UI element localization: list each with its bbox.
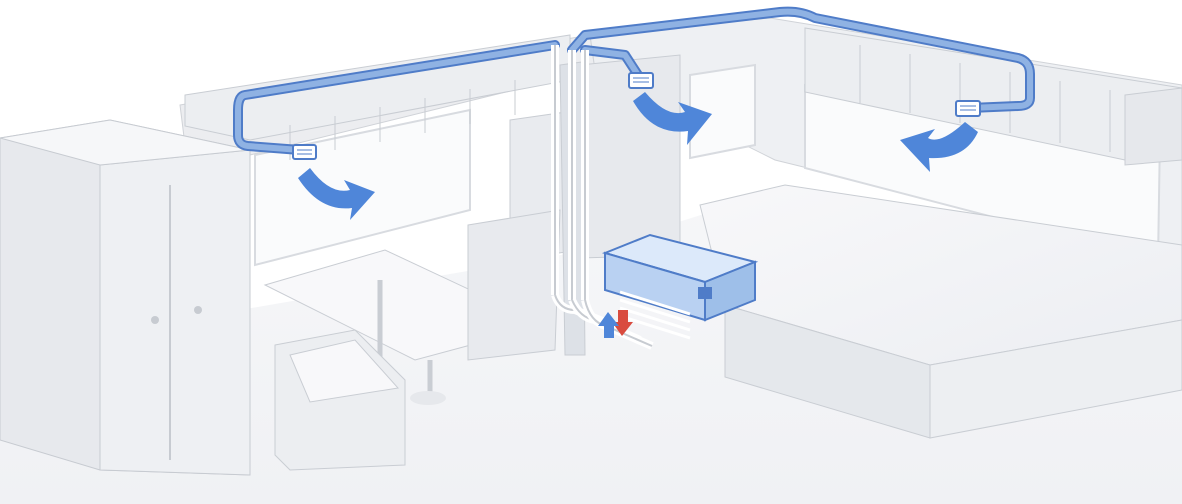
dinette	[263, 209, 561, 471]
right-upper-cabinets	[804, 27, 1182, 166]
temperature-arrows	[598, 310, 633, 338]
arrow-down-curved-blue-icon	[900, 122, 978, 172]
center-vent	[628, 72, 654, 89]
warm-air-arrow-red-icon	[612, 310, 633, 336]
end-cabinet	[1124, 87, 1182, 166]
bed-end	[929, 319, 1182, 439]
return-air-arrow-blue-icon	[598, 312, 619, 338]
airflow-arrows	[298, 92, 978, 220]
left-vent	[292, 144, 317, 160]
left-wardrobe	[0, 119, 251, 476]
right-vent	[955, 100, 981, 117]
arrow-down-curved-blue-icon	[298, 168, 375, 220]
wardrobe-side	[99, 149, 251, 476]
bench-front-seat	[289, 339, 399, 403]
duct-system	[233, 6, 1035, 350]
unit-side	[704, 260, 756, 322]
air-conditioner-unit	[601, 233, 759, 340]
arrow-down-curved-blue-icon	[633, 92, 712, 145]
ceiling-vents	[292, 72, 981, 160]
bench-back-right	[467, 209, 561, 361]
bed	[699, 184, 1182, 439]
